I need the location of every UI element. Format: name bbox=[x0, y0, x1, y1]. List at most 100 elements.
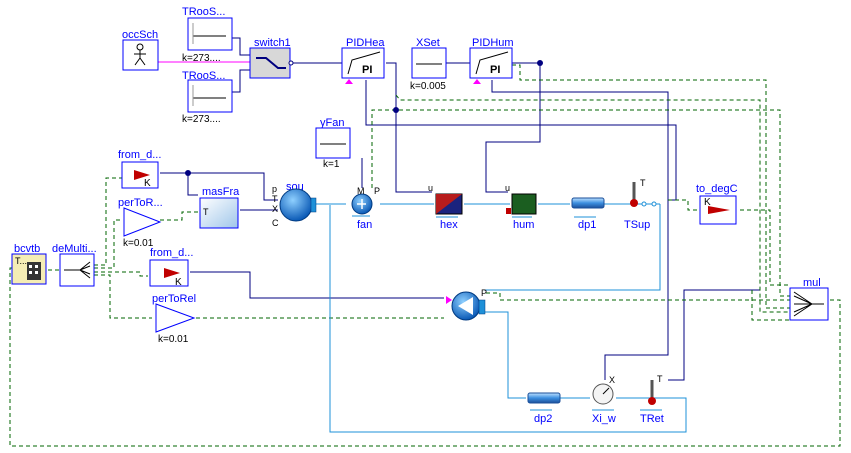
masfra-label: masFra bbox=[202, 186, 240, 198]
troosset1-param: k=273.... bbox=[182, 53, 221, 64]
tret-to-mul-line bbox=[668, 289, 760, 381]
yfan-label: yFan bbox=[320, 117, 344, 129]
pidhum-to-mul-line bbox=[512, 64, 790, 309]
mul-to-bcvtb-line-2 bbox=[751, 290, 790, 321]
fan-label: fan bbox=[357, 219, 372, 231]
tsup-glyph: T bbox=[640, 178, 646, 188]
pertorel1-to-masfra-line bbox=[160, 211, 198, 221]
hex-label: hex bbox=[440, 219, 458, 231]
fan-rotor-icon bbox=[357, 199, 366, 209]
pertorel1-block[interactable]: perToR... k=0.01 bbox=[118, 197, 163, 249]
fromd1-label: from_d... bbox=[118, 149, 161, 161]
pidhum-block[interactable]: PIDHum PI bbox=[469, 37, 514, 84]
xiw-block[interactable]: X Xi_w bbox=[592, 375, 616, 425]
pump-to-mul-line bbox=[486, 292, 790, 301]
pidhea-label: PIDHea bbox=[346, 37, 385, 49]
pertorel1-param: k=0.01 bbox=[123, 238, 154, 249]
troosset2-label: TRooS... bbox=[182, 70, 225, 82]
fromd1-block[interactable]: from_d... K bbox=[118, 149, 161, 189]
demultiplex-block[interactable]: deMulti... bbox=[52, 243, 97, 287]
pidhea-box bbox=[341, 47, 385, 79]
pidhea-block[interactable]: PIDHea PI bbox=[341, 37, 385, 84]
fromd2-to-pump-line bbox=[190, 271, 444, 299]
dp2-block[interactable]: dp2 bbox=[527, 392, 561, 425]
fromd1-to-sou-line bbox=[160, 172, 198, 196]
hum-block[interactable]: u hum bbox=[505, 183, 537, 231]
xset-block[interactable]: XSet k=0.005 bbox=[410, 37, 447, 92]
xiw-glyph: X bbox=[609, 375, 615, 385]
bcvtb-block[interactable]: bcvtb T... bbox=[11, 243, 47, 285]
pump-port-label: P bbox=[481, 288, 487, 298]
gain-triangle-icon bbox=[155, 303, 196, 333]
switch1-block[interactable]: switch1 bbox=[249, 37, 294, 79]
troosset2-block[interactable]: TRooS... k=273.... bbox=[182, 70, 233, 125]
dp1-block[interactable]: dp1 bbox=[571, 197, 605, 231]
switch1-box bbox=[249, 47, 291, 79]
todegc-block[interactable]: to_degC K bbox=[696, 183, 738, 225]
tret-block[interactable]: T TRet bbox=[640, 374, 664, 425]
person-icon-body bbox=[134, 50, 146, 66]
fan-port-label: P bbox=[374, 186, 380, 196]
fromd2-label: from_d... bbox=[150, 247, 193, 259]
fromd2-block[interactable]: from_d... K bbox=[149, 247, 193, 288]
fluid-port-icon bbox=[310, 197, 317, 213]
thermometer-bulb-icon bbox=[630, 199, 638, 207]
tret-label: TRet bbox=[640, 413, 664, 425]
multiplex-icon bbox=[793, 291, 824, 317]
demux-to-pertorel1-line bbox=[94, 219, 122, 269]
fromd1-to-sou-line-2 bbox=[188, 172, 278, 201]
troosset1-block[interactable]: TRooS... k=273.... bbox=[182, 6, 233, 64]
mul-block[interactable]: mul bbox=[789, 277, 829, 321]
troos1-to-switch-line bbox=[232, 37, 250, 56]
return-fan-block[interactable]: P bbox=[446, 288, 487, 321]
thermometer-bulb-icon bbox=[648, 397, 656, 405]
xset-param: k=0.005 bbox=[410, 81, 446, 92]
fluid-port-icon bbox=[478, 299, 486, 315]
pipe-resistance-icon bbox=[527, 392, 561, 404]
sou-block[interactable]: sou p T X C bbox=[272, 181, 317, 228]
hex-port-u: u bbox=[428, 183, 433, 193]
masfra-port-t: T bbox=[203, 207, 209, 217]
window-icon bbox=[29, 271, 32, 274]
switch-icon bbox=[256, 57, 286, 69]
junction-dot bbox=[185, 170, 191, 176]
gain-arrow-icon bbox=[164, 268, 180, 278]
pump-arrow-icon bbox=[458, 297, 473, 315]
gauge-needle-icon bbox=[602, 387, 610, 395]
demultiplex-label: deMulti... bbox=[52, 243, 97, 255]
input-port-icon bbox=[446, 296, 452, 304]
trigger-port-icon bbox=[473, 79, 481, 84]
dp2-label: dp2 bbox=[534, 413, 552, 425]
bcvtb-glyph: T... bbox=[15, 256, 27, 266]
mul-label: mul bbox=[803, 277, 821, 289]
switch1-label: switch1 bbox=[254, 37, 291, 49]
todegc-glyph: K bbox=[704, 197, 711, 208]
troosset1-box bbox=[187, 17, 233, 51]
pertorel2-block[interactable]: perToRel k=0.01 bbox=[152, 293, 196, 345]
window-icon bbox=[35, 271, 38, 274]
sou-port-t: T bbox=[272, 194, 278, 204]
pertorel2-label: perToRel bbox=[152, 293, 196, 305]
tsup-block[interactable]: T TSup bbox=[624, 178, 657, 231]
gain-triangle-icon bbox=[123, 207, 162, 237]
occsch-block[interactable]: occSch bbox=[122, 29, 159, 71]
xiw-to-pidhum-line bbox=[491, 80, 669, 380]
fluid-port-icon bbox=[641, 201, 647, 207]
todegc-to-mul-line bbox=[740, 209, 790, 286]
masfra-block[interactable]: masFra T bbox=[199, 186, 240, 229]
sou-port-p: p bbox=[272, 184, 277, 194]
tsup-to-todegc-line bbox=[668, 199, 700, 211]
troos2-to-switch-line bbox=[232, 69, 250, 93]
tsup-label: TSup bbox=[624, 219, 650, 231]
hum-label: hum bbox=[513, 219, 534, 231]
demux-to-fromd2-line bbox=[94, 271, 148, 277]
fan-glyph: M bbox=[357, 186, 365, 196]
fan-block[interactable]: M P fan bbox=[351, 186, 380, 231]
fan-to-mul-line bbox=[371, 109, 790, 297]
yfan-block[interactable]: yFan k=1 bbox=[315, 117, 351, 170]
mul-to-bcvtb-line bbox=[9, 267, 841, 447]
xset-box bbox=[411, 47, 447, 79]
demux-to-pertorel2-line bbox=[94, 274, 152, 319]
hex-block[interactable]: u hex bbox=[428, 183, 463, 231]
